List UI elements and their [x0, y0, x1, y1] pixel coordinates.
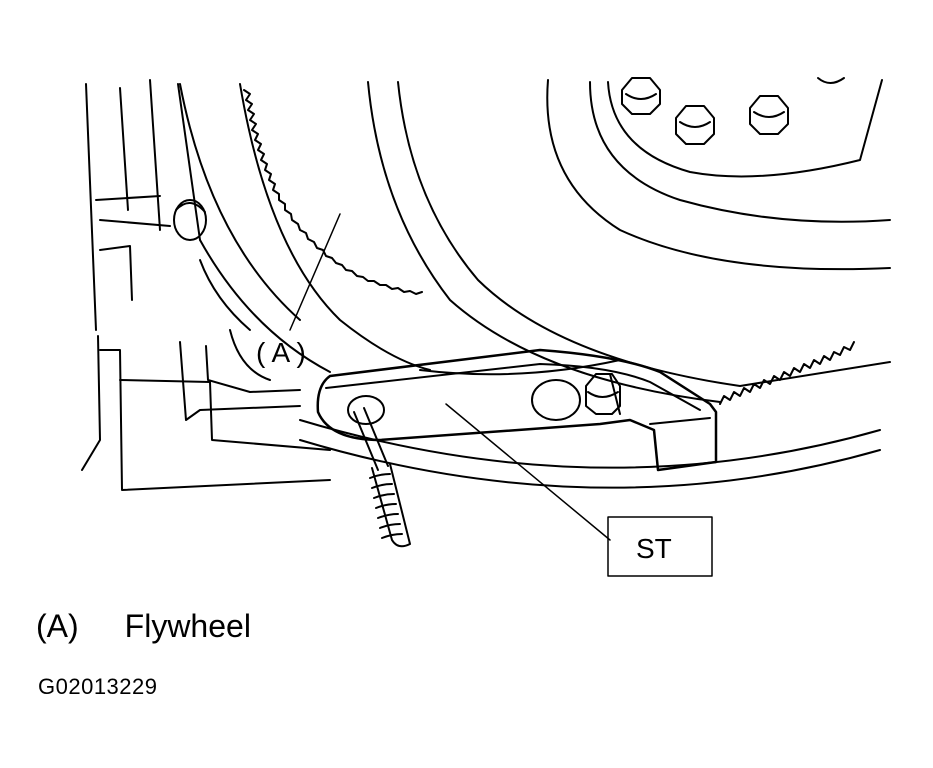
engine-housing — [81, 79, 331, 491]
legend: (A) Flywheel — [36, 608, 251, 645]
st-label-box — [607, 516, 713, 577]
flywheel-lock-diagram: ( A ) ST — [81, 77, 891, 577]
flywheel — [179, 79, 891, 489]
legend-key: (A) — [36, 608, 79, 644]
callout-a-label: ( A ) — [256, 337, 306, 368]
leader-lines — [289, 213, 611, 541]
st-label: ST — [636, 533, 672, 564]
lock-bolt — [353, 407, 411, 548]
flywheel-bolts — [621, 77, 845, 145]
legend-description: Flywheel — [124, 608, 251, 644]
figure-id: G02013229 — [38, 674, 158, 699]
special-tool-bracket — [316, 348, 718, 472]
